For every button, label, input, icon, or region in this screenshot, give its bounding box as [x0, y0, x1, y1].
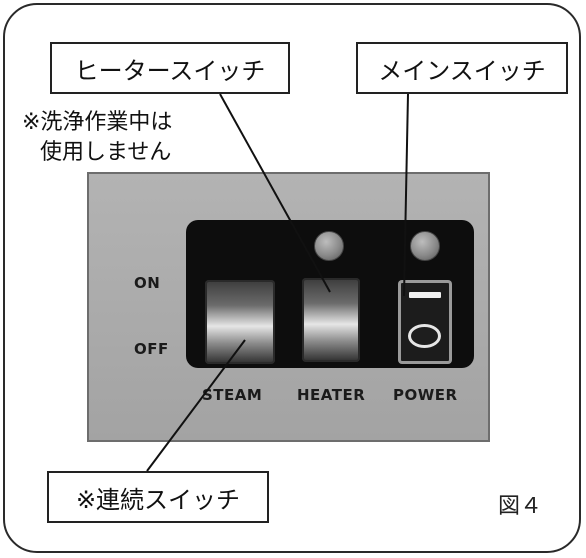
figure-label: 図４ — [498, 494, 543, 519]
heater-switch-callout: ヒータースイッチ — [50, 42, 290, 94]
main-switch-callout-text: メインスイッチ — [378, 56, 546, 85]
heater-switch-callout-text: ヒータースイッチ — [74, 56, 266, 85]
main-switch-callout: メインスイッチ — [356, 42, 568, 94]
cleaning-note-line2: 使用しません — [40, 140, 172, 165]
power-label: POWER — [393, 386, 458, 404]
continuous-leader-line — [146, 339, 246, 472]
power-on-mark — [409, 292, 441, 298]
heater-leader-line — [219, 93, 331, 293]
power-off-mark — [408, 324, 441, 348]
main-leader-line — [403, 93, 409, 297]
steam-label: STEAM — [202, 386, 263, 404]
steam-switch[interactable] — [205, 280, 275, 364]
cleaning-note-line1: ※洗浄作業中は — [22, 110, 173, 135]
heater-indicator-lamp — [314, 231, 344, 261]
off-label: OFF — [134, 340, 169, 358]
continuous-switch-callout: ※連続スイッチ — [47, 471, 269, 523]
on-label: ON — [134, 274, 161, 292]
cleaning-note: ※洗浄作業中は 使用しません — [22, 108, 172, 168]
heater-label: HEATER — [297, 386, 366, 404]
continuous-switch-callout-text: ※連続スイッチ — [75, 485, 241, 514]
heater-switch[interactable] — [302, 278, 360, 362]
power-indicator-lamp — [410, 231, 440, 261]
